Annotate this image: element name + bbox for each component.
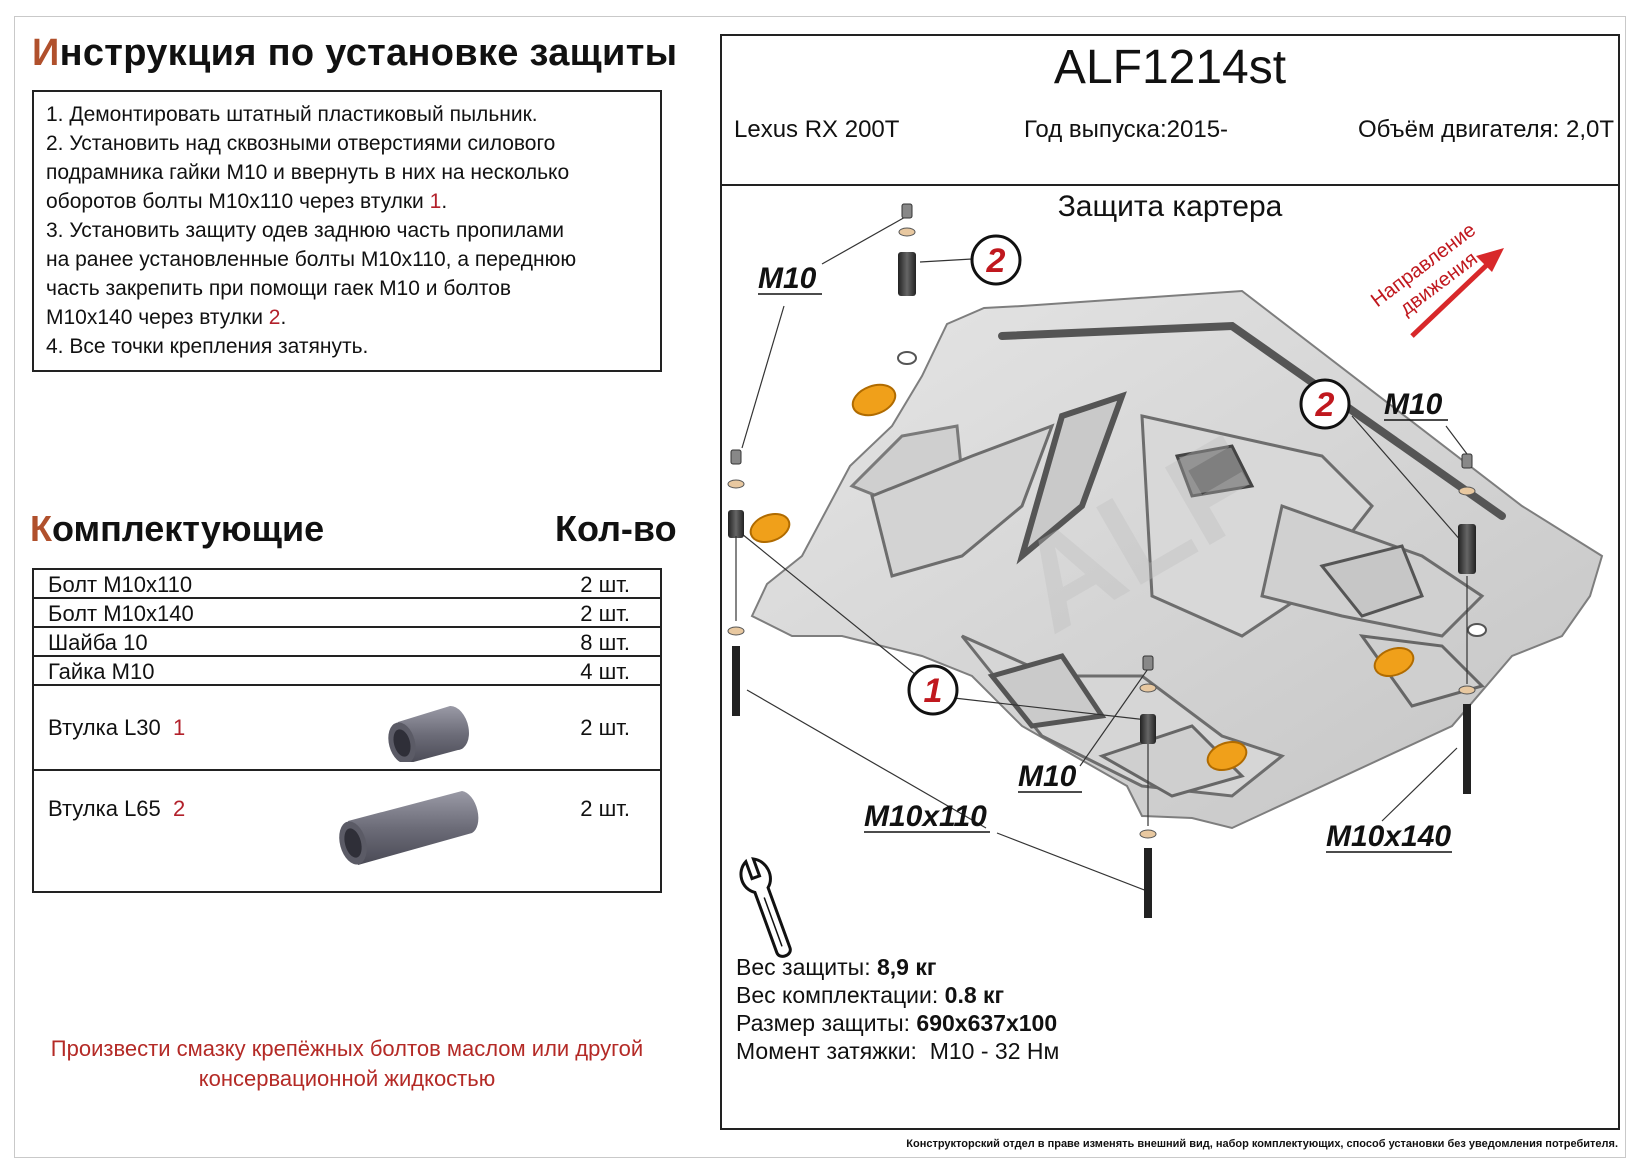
kit-row: Гайка М10 4 шт. [34,657,660,686]
svg-text:2: 2 [1315,386,1335,424]
ref-1: 1 [429,190,442,213]
direction-arrow-icon [1410,248,1504,338]
model-year: Год выпуска:2015- [1024,116,1229,143]
fastener-rear-left [727,449,745,716]
instruction-line: 3. Установить защиту одев заднюю часть п… [46,219,564,242]
instructions-box: 1. Демонтировать штатный пластиковый пыл… [32,90,662,372]
kit-row: Болт М10х140 2 шт. [34,599,660,628]
label-m10-right: M10 [1384,388,1443,421]
callout-2-right: 2 [1299,378,1351,430]
callout-1: 1 [907,664,959,716]
engine-volume: Объём двигателя: 2,0T [1358,116,1614,143]
fastener-front-bottom [1139,655,1157,918]
product-header: ALF1214st Lexus RX 200T Год выпуска:2015… [722,36,1618,186]
callout-2-top: 2 [970,234,1022,286]
kit-table: Болт М10х110 2 шт. Болт М10х140 2 шт. Ша… [32,568,662,893]
instruction-line: оборотов болты М10х110 через втулки 1. [46,190,448,213]
label-m10x140: M10x140 [1326,820,1451,853]
kit-item-qty: 2 шт. [580,715,630,740]
disclaimer: Конструкторский отдел в праве изменять в… [906,1138,1618,1150]
spec-kit-weight: Вес комплектации: 0.8 кг [736,982,1005,1008]
ref-2: 2 [268,306,281,329]
kit-row: Болт М10х110 2 шт. [34,570,660,599]
installation-diagram: Направление движения ALF 2 2 1 M10 M10 M… [727,203,1604,958]
instructions-title: Инструкция по установке защиты [32,32,678,74]
page-frame [14,16,1626,1158]
instruction-line: 2. Установить над сквозными отверстиями … [46,132,556,155]
kit-item-qty: 2 шт. [580,601,630,626]
fastener-front-top [898,203,916,296]
svg-text:2: 2 [986,242,1006,280]
instruction-line: часть закрепить при помощи гаек М10 и бо… [46,277,512,300]
instruction-line: 4. Все точки крепления затянуть. [46,335,369,358]
lubrication-note: Произвести смазку крепёжных болтов масло… [50,1036,644,1091]
instruction-line: 1. Демонтировать штатный пластиковый пыл… [46,103,538,126]
spec-size: Размер защиты: 690x637x100 [736,1010,1058,1036]
spec-weight: Вес защиты: 8,9 кг [736,954,937,980]
sleeve-l65-icon [339,791,479,865]
instruction-line: М10х140 через втулки 2. [46,306,287,329]
instruction-line: подрамника гайки М10 и ввернуть в них на… [46,161,570,184]
product-panel: ALF1214st Lexus RX 200T Год выпуска:2015… [720,34,1620,1130]
product-code: ALF1214st [1053,41,1287,94]
wrench-icon [739,857,792,958]
kit-item-name: Шайба 10 [48,630,148,655]
kit-item-name: Гайка М10 [48,659,155,684]
leader-lines [741,215,1468,892]
instruction-line: на ранее установленные болты М10х110, а … [46,248,577,271]
kit-item-qty: 2 шт. [580,796,630,821]
kit-row: Втулка L30 1 2 шт. [34,686,660,771]
skid-plate [749,289,1604,830]
qty-title: Кол-во [555,508,677,549]
svg-text:1: 1 [924,672,943,710]
fastener-rear-right [1458,453,1476,794]
kit-item-qty: 2 шт. [580,572,630,597]
part-title: Защита картера [1057,190,1283,223]
kit-item-name: Втулка L30 1 [48,715,186,740]
kit-item-qty: 8 шт. [580,630,630,655]
kit-row: Втулка L65 2 2 шт. [34,771,660,887]
label-m10x110: M10x110 [864,800,987,833]
car-model: Lexus RX 200T [734,116,900,143]
label-m10-top: M10 [758,262,817,295]
kit-item-name: Втулка L65 2 [48,796,186,821]
label-m10-bottom: M10 [1018,760,1077,793]
kit-row: Шайба 10 8 шт. [34,628,660,657]
kit-title: Комплектующие [30,508,325,549]
spec-torque: Момент затяжки: М10 - 32 Нм [736,1038,1060,1064]
kit-item-qty: 4 шт. [580,659,630,684]
kit-item-name: Болт М10х140 [48,601,194,626]
sleeve-l30-icon [388,705,469,762]
kit-item-name: Болт М10х110 [48,572,193,597]
